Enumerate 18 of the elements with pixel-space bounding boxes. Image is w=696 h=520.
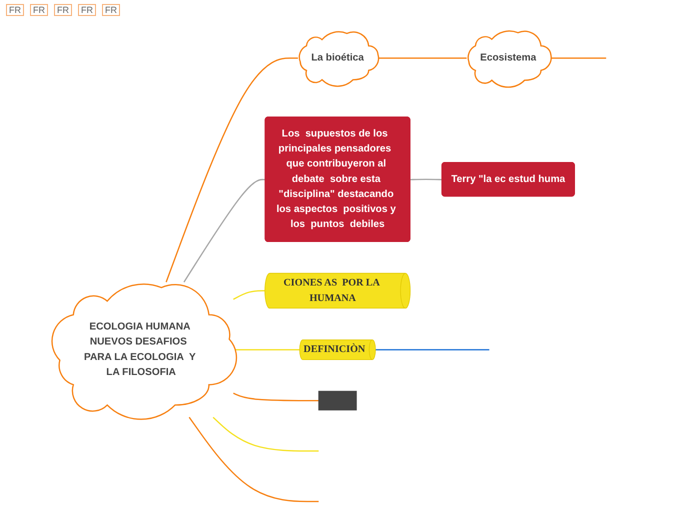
node-text: DEFINICIÒN (304, 344, 366, 355)
connector-line (188, 416, 319, 502)
badge-label: FR (54, 4, 72, 16)
badge-label: FR (6, 4, 24, 16)
badge-label: FR (30, 4, 48, 16)
connector-line (212, 416, 319, 452)
connector-line (233, 392, 319, 402)
badge-label: FR (78, 4, 96, 16)
node-box (318, 390, 357, 410)
connector-line (376, 349, 490, 350)
connector-line (410, 178, 442, 180)
connector-line (183, 178, 266, 282)
connector-line (233, 290, 265, 300)
node-text: CIONES AS POR LA HUMANA (284, 278, 380, 304)
connector-line (377, 58, 467, 59)
badge-label: FR (102, 4, 120, 16)
connector-line (166, 58, 298, 282)
connector-line (550, 58, 606, 59)
